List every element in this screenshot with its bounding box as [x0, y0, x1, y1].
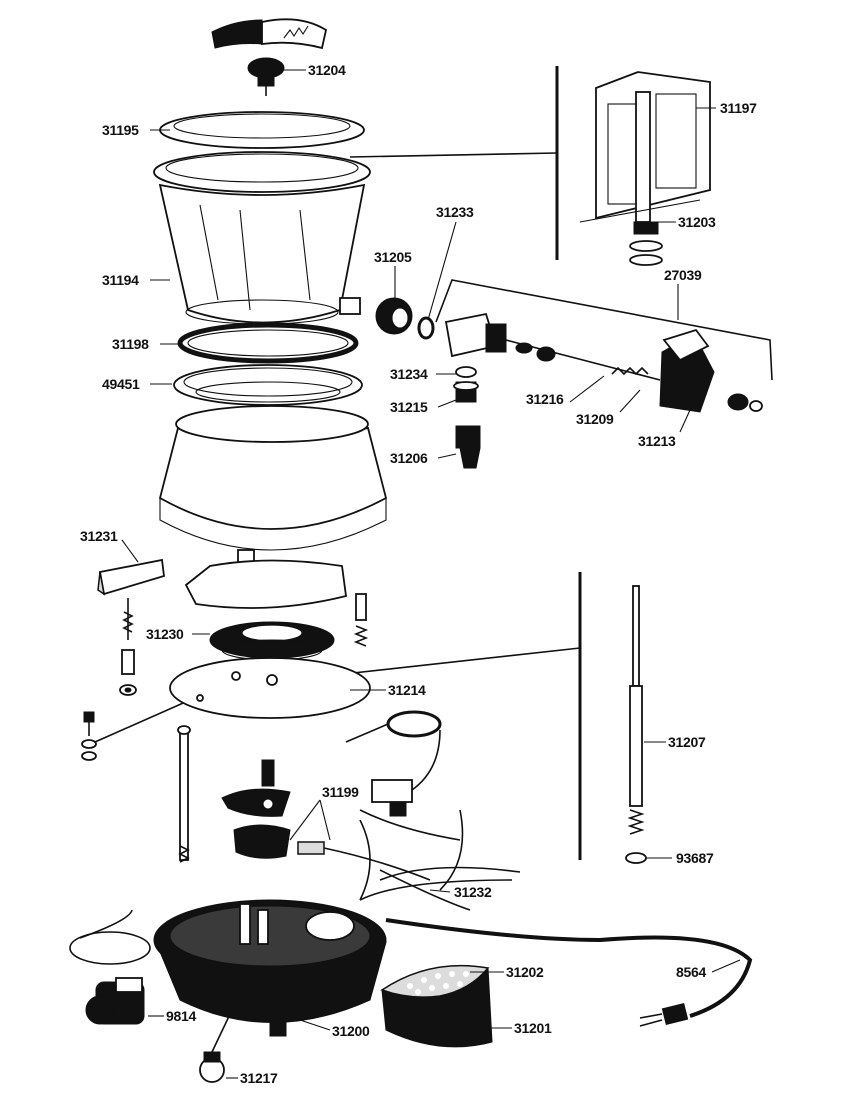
label-31198: 31198	[112, 336, 149, 352]
base-cover	[380, 964, 493, 1048]
label-31204: 31204	[308, 62, 346, 78]
label-31213: 31213	[638, 433, 676, 449]
heater-plate	[184, 559, 347, 661]
label-31233: 31233	[436, 204, 474, 220]
thermostat-unit	[345, 710, 442, 817]
part-labels: 31204 31195 31197 31203 31233 31205 2703…	[80, 62, 757, 1086]
label-9814: 9814	[166, 1008, 196, 1024]
base-housing	[158, 405, 388, 565]
lid	[159, 111, 365, 149]
label-31199: 31199	[322, 784, 359, 800]
rocker-switch	[69, 909, 151, 1025]
label-31202: 31202	[506, 964, 544, 980]
label-31203: 31203	[678, 214, 716, 230]
label-31200: 31200	[332, 1023, 370, 1039]
label-31207: 31207	[668, 734, 706, 750]
label-31201: 31201	[514, 1020, 552, 1036]
label-31194: 31194	[102, 272, 139, 288]
label-31231: 31231	[80, 528, 118, 544]
label-93687: 93687	[676, 850, 714, 866]
label-27039: 27039	[664, 267, 702, 283]
long-rod	[625, 585, 647, 864]
label-31214: 31214	[388, 682, 426, 698]
wire-harness	[359, 809, 521, 911]
faucet-assembly	[375, 279, 773, 413]
label-31230: 31230	[146, 626, 184, 642]
label-31195: 31195	[102, 122, 139, 138]
spring-screws	[81, 593, 369, 761]
switch-assembly	[221, 759, 461, 881]
seal-ring	[173, 364, 363, 406]
spigot-parts	[453, 366, 481, 469]
label-31234: 31234	[390, 366, 428, 382]
power-cord	[385, 918, 753, 1027]
label-31197: 31197	[720, 100, 757, 116]
label-31206: 31206	[390, 450, 428, 466]
indicator-light	[199, 1009, 233, 1083]
label-31209: 31209	[576, 411, 614, 427]
label-31217: 31217	[240, 1070, 278, 1086]
label-8564: 8564	[676, 964, 706, 980]
leader-lines	[121, 69, 741, 1079]
label-49451: 49451	[102, 376, 140, 392]
lid-handle	[211, 18, 328, 50]
frame-insert	[579, 71, 711, 266]
label-31215: 31215	[390, 399, 428, 415]
label-31216: 31216	[526, 391, 564, 407]
label-31205: 31205	[374, 249, 412, 265]
stud	[177, 725, 191, 863]
mounting-plate	[169, 657, 371, 719]
bowl	[153, 151, 371, 325]
base-pan	[153, 899, 387, 1037]
lid-knob	[247, 57, 285, 96]
thermostat-knob	[97, 558, 165, 596]
gasket-ring	[177, 322, 359, 364]
label-31232: 31232	[454, 884, 492, 900]
